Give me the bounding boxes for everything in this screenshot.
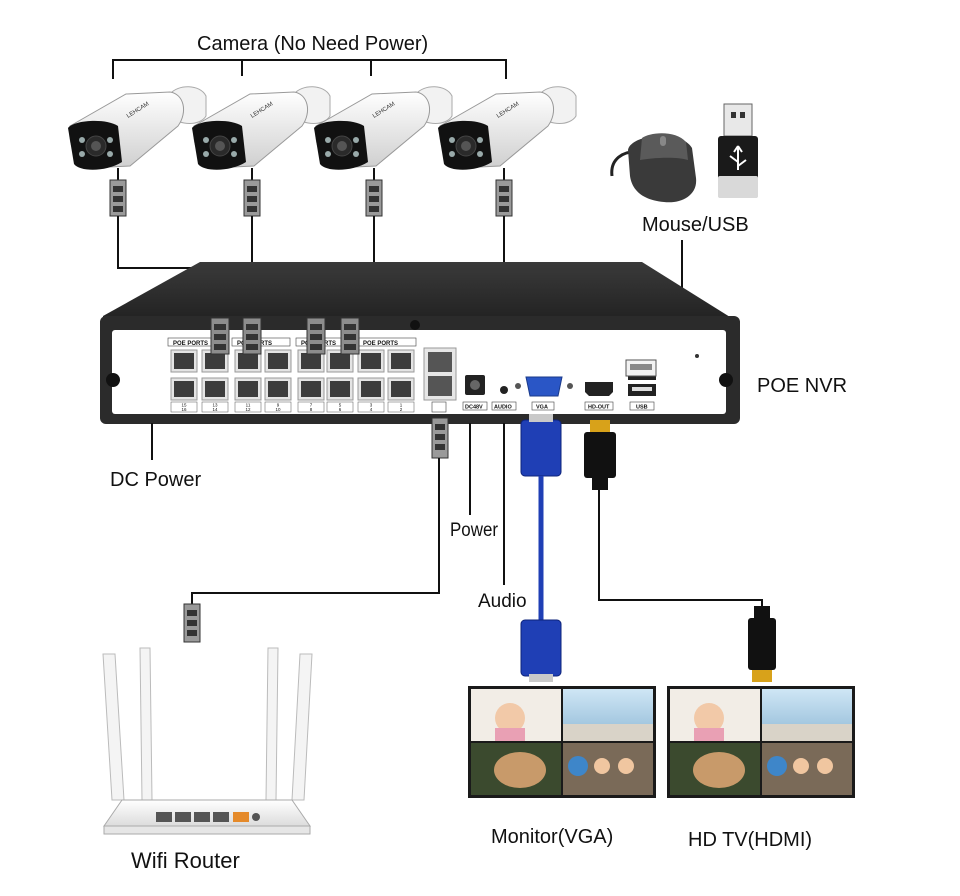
poe-port [201,377,229,401]
cameras-label: Camera (No Need Power) [197,33,428,55]
dc48v-port: DC48V [462,375,488,411]
poe-port [326,349,354,373]
poe-port [264,377,292,401]
poe-ports-label-1: POE PORTS [173,341,208,347]
poe-port [357,349,385,373]
poe-port [387,349,415,373]
hdmi-port: HD-OUT [584,382,614,411]
audio-port-label: AUDIO [494,405,512,411]
vga-port-label: VGA [536,405,548,411]
dc-power-label: DC Power [110,469,201,491]
camera-rj45-plug-4 [495,168,513,217]
poe-port [264,349,292,373]
usb-drive-icon [718,103,758,198]
router-cable [191,458,440,606]
camera-4: LEHCAM [438,86,577,170]
wifi-router [102,647,313,835]
lan-ports [423,347,457,413]
tv-quad-view [670,689,852,795]
camera-3: LEHCAM [314,86,453,170]
port-number: 13 [212,403,218,408]
port-number: 10 [275,407,281,412]
poe-ports-label-4: POE PORTS [363,341,398,347]
usb-plug [625,359,657,377]
port-number: 7 [310,403,313,408]
vga-cable [520,414,562,682]
port-number: 11 [246,403,251,408]
nvr-device: POE PORTS POE PORTS POE PORTS POE PORTS … [100,262,740,424]
poe-port [234,349,262,373]
port-number: 5 [339,403,342,408]
port-number: 12 [245,407,251,412]
poe-port [297,349,325,373]
nvr-rj45-plug-4 [340,317,360,355]
port-number: 9 [277,403,280,408]
poe-port [357,377,385,401]
port-number: 1 [400,403,403,408]
nvr-rj45-plug-3 [306,317,326,355]
usb-port-label: USB [636,405,648,411]
port-number: 2 [400,407,403,412]
camera-rj45-plug-3 [365,168,383,217]
monitor-label: Monitor(VGA) [491,826,613,848]
monitor-screen [468,686,656,798]
port-number: 15 [181,403,187,408]
tv-screen [667,686,855,798]
poe-port [201,349,229,373]
camera-2: LEHCAM [192,86,331,170]
port-number: 6 [339,407,342,412]
poe-port [170,377,198,401]
hdout-label: HD-OUT [588,405,610,411]
poe-port [297,377,325,401]
camera-rj45-plug-1 [109,168,127,217]
nvr-rj45-plug-2 [242,317,262,355]
router-label: Wifi Router [131,848,240,873]
port-number: 16 [181,407,187,412]
audio-label: Audio [478,591,527,612]
port-number: 14 [212,407,218,412]
poe-port [326,377,354,401]
nvr-rj45-plug-1 [210,317,230,355]
port-number: 4 [370,407,373,412]
router-plug [183,603,201,643]
port-number: 8 [310,407,313,412]
power-label: Power [450,520,499,541]
camera-bracket [112,59,507,79]
audio-port: AUDIO [491,386,517,411]
mouse-icon [610,133,697,203]
lan-plug [431,417,449,459]
camera-rj45-plug-2 [243,168,261,217]
camera-1: LEHCAM [68,86,207,170]
poe-port [234,377,262,401]
hdmi-cable [584,420,776,682]
port-number: 3 [370,403,373,408]
mouse-usb-label: Mouse/USB [642,214,749,236]
dc48v-label: DC48V [465,405,483,411]
tv-label: HD TV(HDMI) [688,829,812,851]
monitor-quad-view [471,689,653,795]
nvr-label: POE NVR [757,375,847,397]
poe-port [170,349,198,373]
poe-port [387,377,415,401]
vga-port: VGA [515,376,573,411]
